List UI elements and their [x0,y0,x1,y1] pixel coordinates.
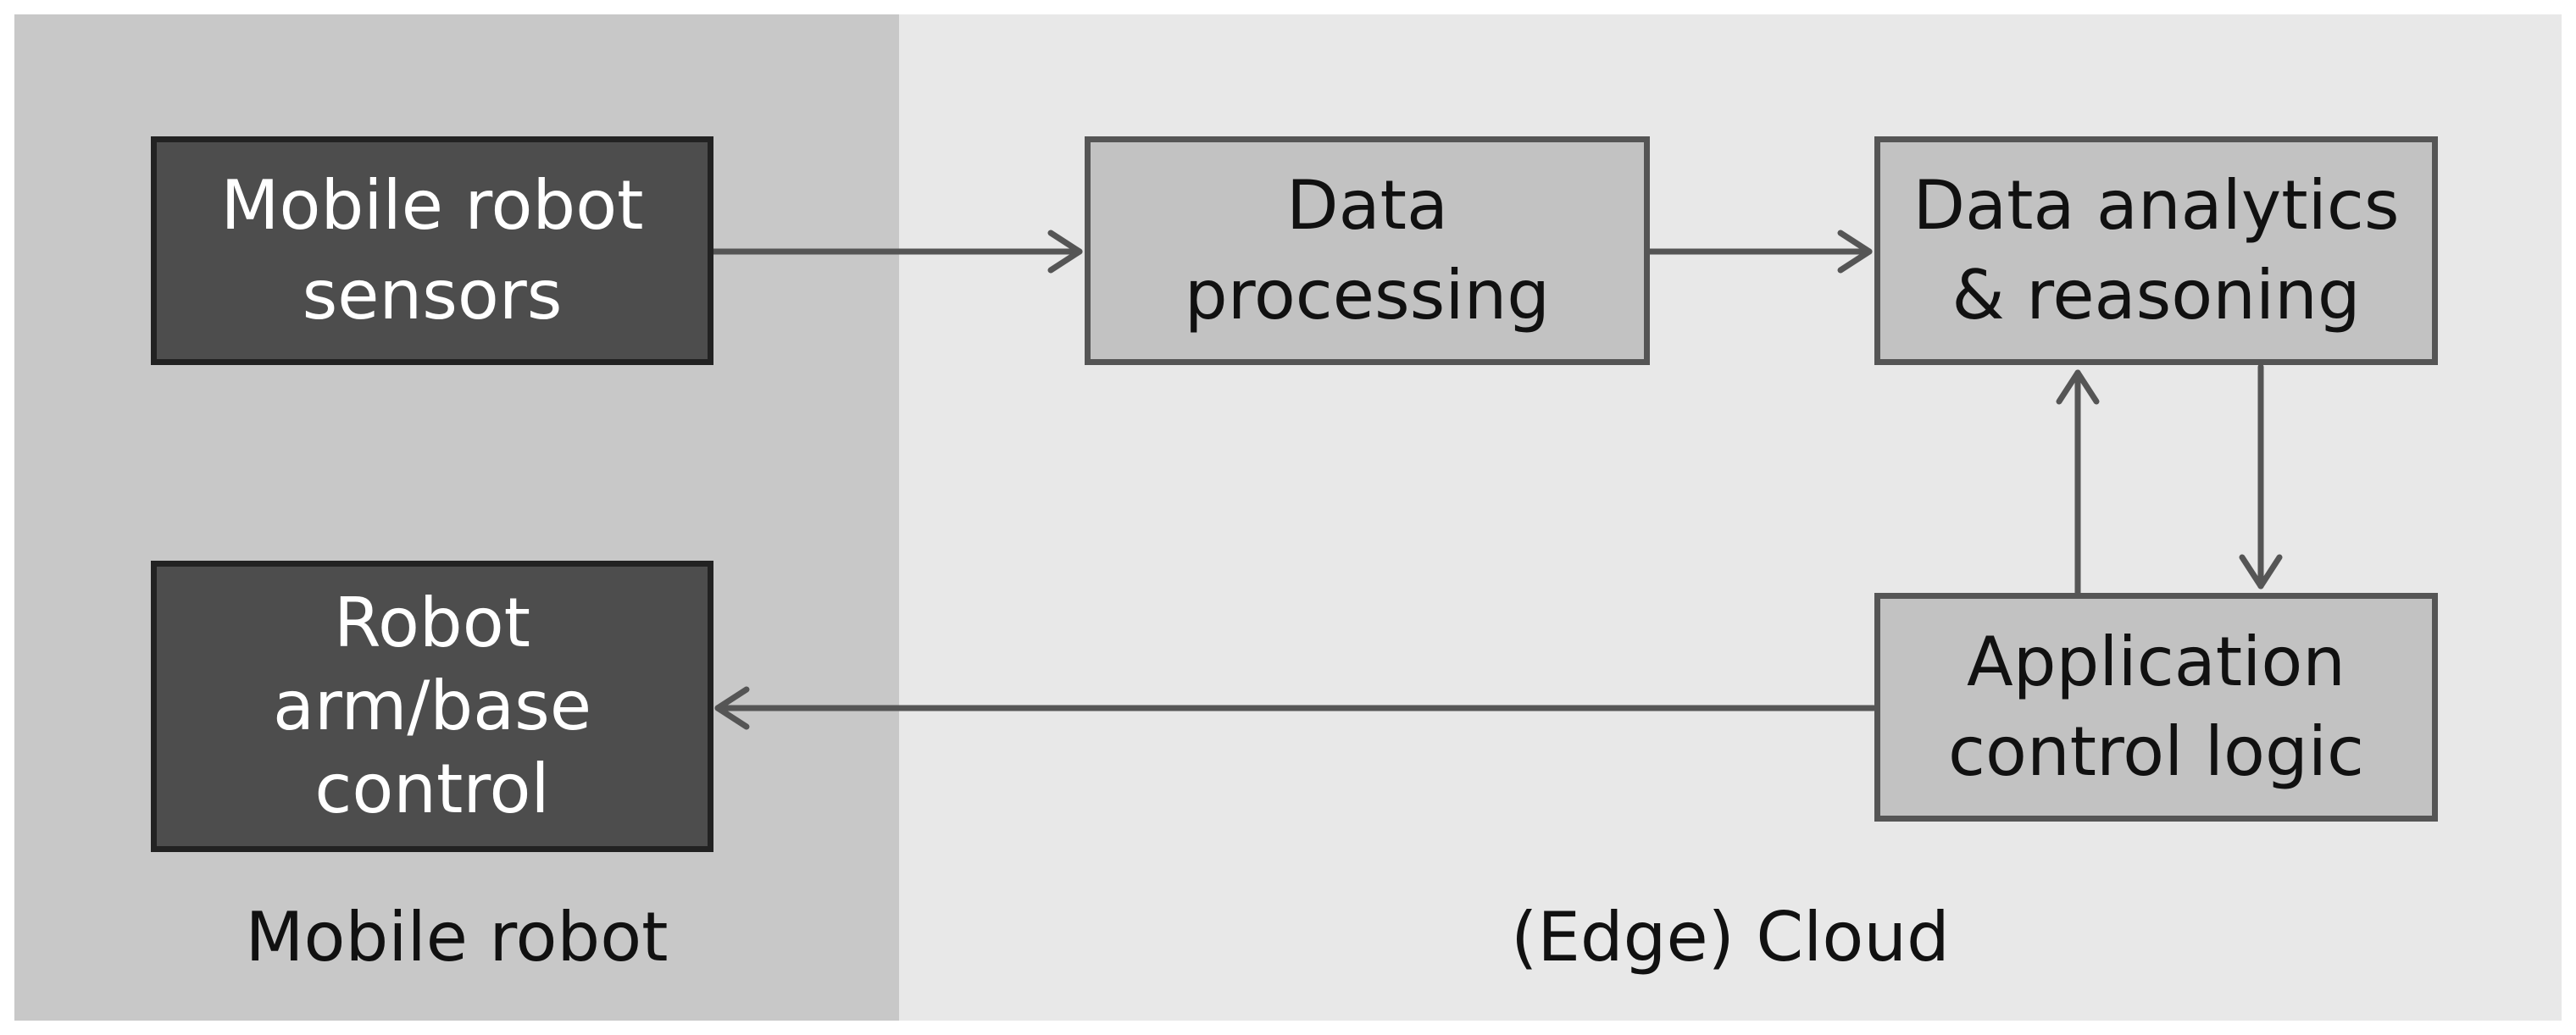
edge-cloud-region-label: (Edge) Cloud [1511,898,1950,977]
data-processing-line-1: Data [1285,166,1448,245]
mobile-robot-sensors-line-2: sensors [302,256,563,335]
arrow-control-logic-to-arm-control [714,686,1877,730]
data-analytics-reasoning-box: Data analytics & reasoning [1874,136,2438,365]
robot-arm-control-line-1: Robot [333,584,531,662]
data-analytics-line-2: & reasoning [1951,256,2361,335]
data-analytics-line-1: Data analytics [1913,166,2400,245]
robot-arm-control-line-2: arm/base [272,667,592,745]
arrow-analytics-to-control-logic [2239,363,2283,589]
mobile-robot-sensors-line-1: Mobile robot [220,166,644,245]
mobile-robot-region-label: Mobile robot [245,898,669,977]
arrow-sensors-to-processing [708,230,1083,274]
application-control-logic-line-2: control logic [1948,712,2364,791]
robot-arm-control-line-3: control [314,750,550,828]
arrow-processing-to-analytics [1646,230,1873,274]
application-control-logic-line-1: Application [1967,623,2346,701]
mobile-robot-sensors-box: Mobile robot sensors [151,136,713,365]
application-control-logic-box: Application control logic [1874,593,2438,822]
robot-arm-base-control-box: Robot arm/base control [151,561,713,852]
arrow-control-logic-to-analytics [2056,369,2100,596]
data-processing-box: Data processing [1085,136,1650,365]
data-processing-line-2: processing [1184,256,1551,335]
